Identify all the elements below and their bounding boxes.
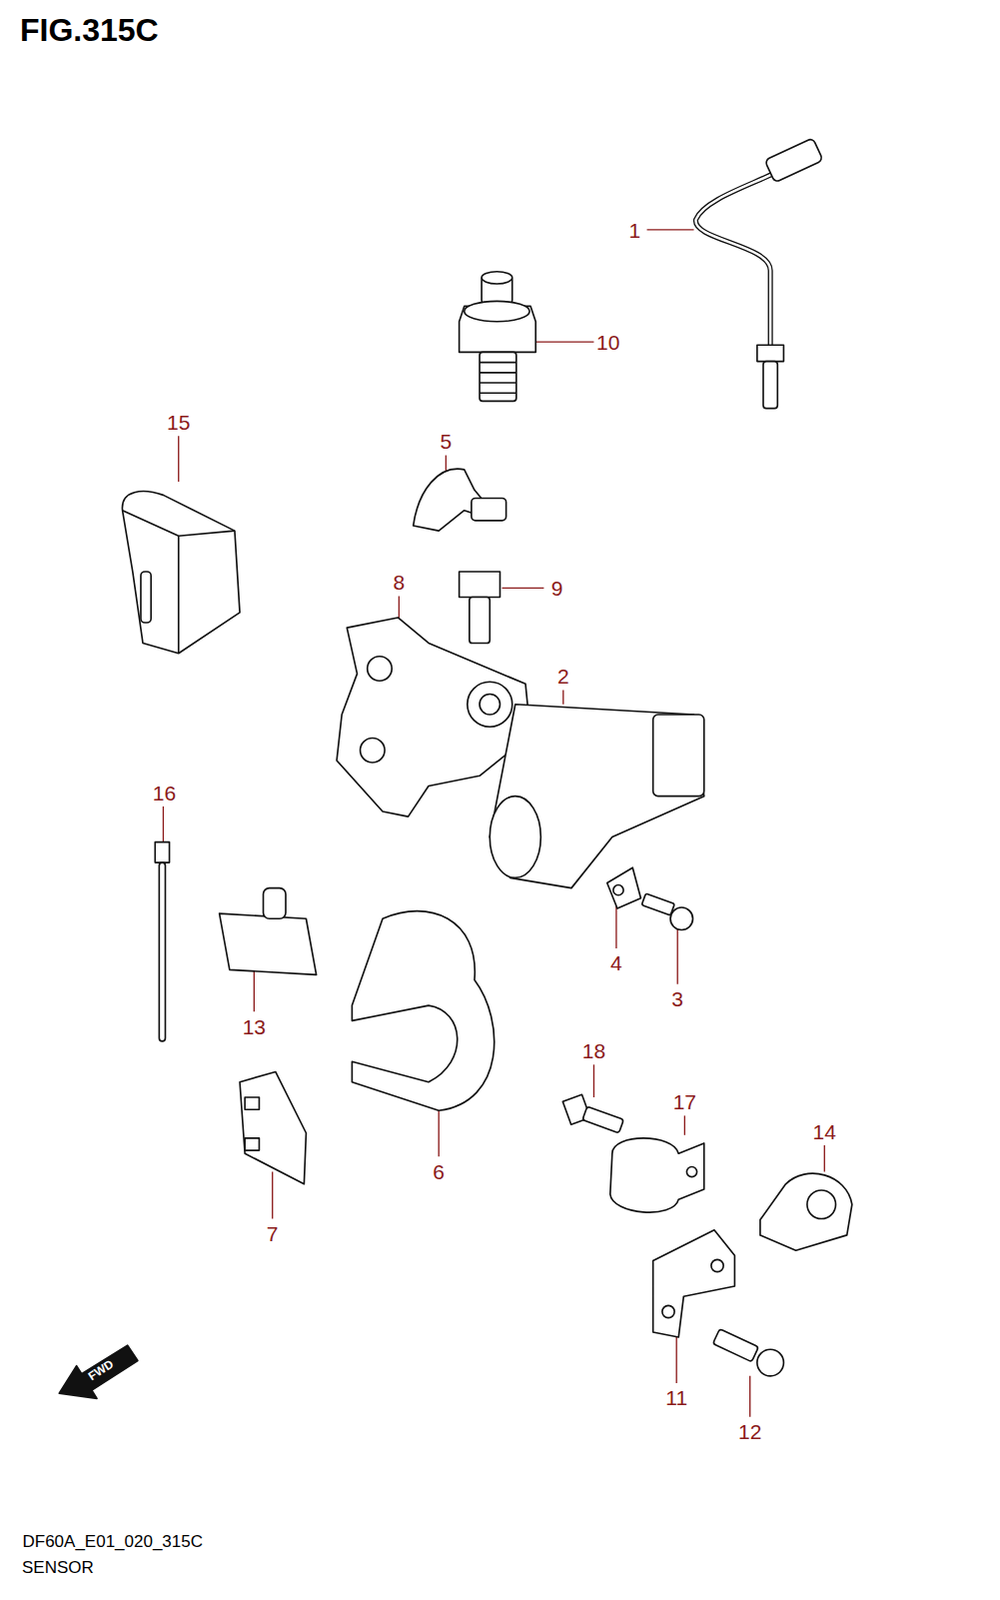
callout-number: 18 — [580, 1039, 608, 1061]
callout-number: 4 — [608, 952, 625, 974]
callout-number: 14 — [811, 1119, 839, 1141]
callout-number: 9 — [549, 577, 566, 599]
callout-number: 17 — [671, 1090, 699, 1112]
leader-lines — [162, 229, 825, 1417]
figure-title: FIG.315C — [19, 13, 159, 46]
callout-number: 15 — [164, 410, 192, 432]
callout-number: 13 — [240, 1014, 268, 1036]
callout-number: 16 — [150, 781, 178, 803]
callout-number: 5 — [438, 430, 455, 452]
figure-caption: SENSOR — [21, 1558, 94, 1576]
callout-number: 12 — [736, 1420, 764, 1442]
callout-number: 8 — [391, 571, 408, 593]
callout-number: 7 — [264, 1221, 281, 1243]
callout-number: 6 — [430, 1159, 447, 1181]
callout-number: 10 — [594, 331, 622, 353]
callout-number: 1 — [626, 218, 643, 240]
callout-number: 3 — [669, 987, 686, 1008]
callout-number: 11 — [663, 1386, 690, 1408]
drawing-code: DF60A_E01_020_315C — [21, 1532, 203, 1550]
callout-number: 2 — [555, 665, 572, 687]
